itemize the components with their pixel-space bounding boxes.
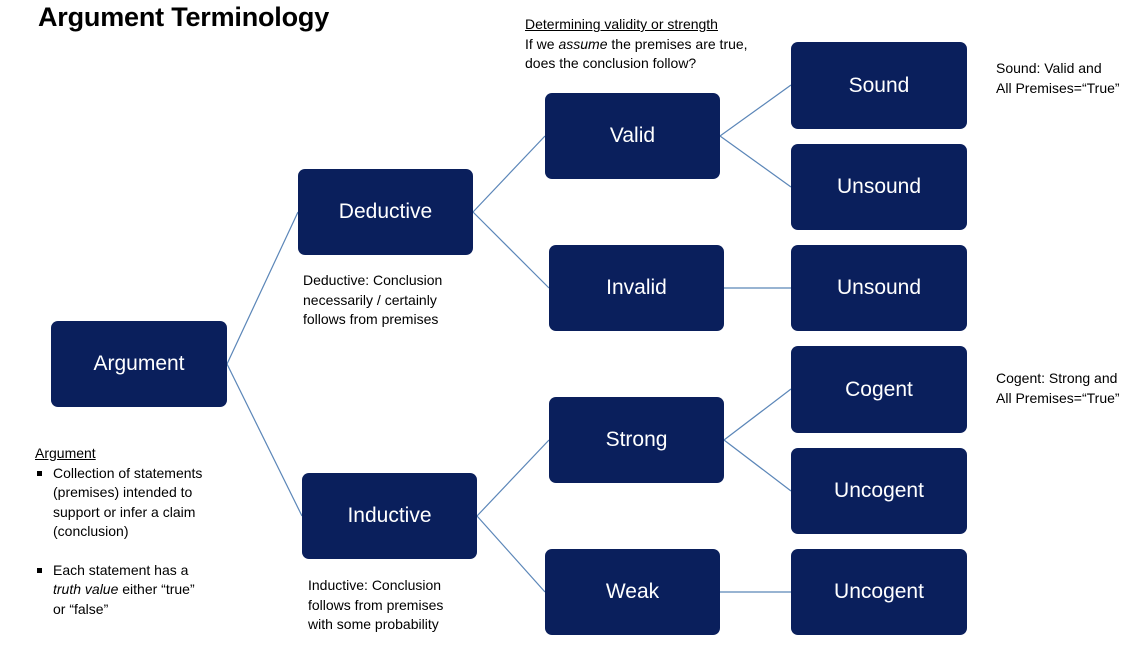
cogent-note: Cogent: Strong and All Premises=“True” bbox=[996, 369, 1120, 408]
list-item-emphasis: truth value bbox=[53, 581, 119, 597]
inductive-note-line3: with some probability bbox=[308, 616, 439, 632]
node-unsound-invalid: Unsound bbox=[791, 245, 967, 331]
node-label: Valid bbox=[609, 124, 656, 147]
inductive-note-line1: Inductive: Conclusion bbox=[308, 577, 442, 593]
node-label: Cogent bbox=[845, 377, 913, 401]
list-item-line: Each statement has a bbox=[53, 561, 189, 578]
link-deductive-invalid bbox=[472, 211, 550, 289]
validity-note-emphasis: assume bbox=[558, 35, 608, 52]
sound-note-line2: All Premises=“True” bbox=[996, 79, 1120, 96]
argument-note-list: Collection of statements (premises) inte… bbox=[35, 464, 202, 620]
node-label: Unsound bbox=[836, 276, 922, 299]
node-label: Sound bbox=[848, 73, 910, 97]
sound-note-line1: Sound: Valid and bbox=[996, 60, 1102, 76]
node-label: Weak bbox=[605, 580, 660, 603]
link-argument-deductive bbox=[226, 211, 299, 365]
validity-note-text: the premises are true, bbox=[607, 35, 748, 52]
link-argument-inductive bbox=[226, 363, 303, 517]
link-valid-sound bbox=[719, 84, 792, 137]
deductive-note-line3: follows from premises bbox=[303, 311, 439, 327]
inductive-note-line2: follows from premises bbox=[308, 596, 444, 613]
node-uncogent-strong: Uncogent bbox=[791, 448, 967, 534]
link-deductive-valid bbox=[472, 135, 546, 213]
node-inductive: Inductive bbox=[302, 473, 477, 559]
cogent-note-line1: Cogent: Strong and bbox=[996, 370, 1118, 386]
node-deductive: Deductive bbox=[298, 169, 473, 255]
list-item: Collection of statements (premises) inte… bbox=[35, 464, 202, 542]
page-title: Argument Terminology bbox=[38, 2, 330, 32]
sound-note: Sound: Valid and All Premises=“True” bbox=[996, 59, 1120, 98]
node-invalid: Invalid bbox=[549, 245, 724, 331]
deductive-note-line1: Deductive: Conclusion bbox=[303, 272, 443, 288]
node-strong: Strong bbox=[549, 397, 724, 483]
argument-note-heading: Argument bbox=[35, 445, 96, 461]
list-item-line: truth value either “true” bbox=[53, 580, 202, 600]
node-label: Invalid bbox=[606, 276, 667, 299]
node-uncogent-weak: Uncogent bbox=[791, 549, 967, 635]
node-cogent: Cogent bbox=[791, 346, 967, 433]
node-label: Uncogent bbox=[834, 580, 924, 603]
node-label: Uncogent bbox=[834, 479, 924, 502]
link-strong-cogent bbox=[723, 388, 792, 441]
node-label: Strong bbox=[605, 428, 668, 451]
link-inductive-strong bbox=[476, 439, 550, 517]
node-argument: Argument bbox=[51, 321, 227, 407]
link-strong-uncogent bbox=[723, 439, 792, 492]
argument-note: Argument Collection of statements (premi… bbox=[35, 444, 202, 619]
list-item: Each statement has a truth value either … bbox=[35, 561, 202, 620]
list-item-line: or “false” bbox=[53, 600, 109, 617]
node-weak: Weak bbox=[545, 549, 720, 635]
link-inductive-weak bbox=[476, 515, 546, 593]
list-item-text: either “true” bbox=[118, 581, 195, 597]
node-label: Inductive bbox=[347, 504, 432, 527]
node-label: Unsound bbox=[836, 175, 922, 198]
node-label: Argument bbox=[93, 352, 185, 375]
node-sound: Sound bbox=[791, 42, 967, 129]
deductive-note: Deductive: Conclusion necessarily / cert… bbox=[303, 271, 442, 330]
list-item-line: Collection of statements bbox=[53, 464, 203, 481]
validity-note: Determining validity or strength If we a… bbox=[525, 15, 748, 74]
validity-note-heading: Determining validity or strength bbox=[525, 16, 718, 32]
deductive-note-line2: necessarily / certainly bbox=[303, 291, 437, 308]
node-unsound-valid: Unsound bbox=[791, 144, 967, 230]
validity-note-line2: does the conclusion follow? bbox=[525, 55, 697, 71]
validity-note-line1: If we assume the premises are true, bbox=[525, 35, 748, 55]
list-item-line: (premises) intended to bbox=[53, 484, 193, 500]
link-valid-unsound bbox=[719, 135, 792, 188]
list-item-line: (conclusion) bbox=[53, 523, 129, 539]
node-label: Deductive bbox=[338, 200, 433, 223]
inductive-note: Inductive: Conclusion follows from premi… bbox=[308, 576, 443, 635]
node-valid: Valid bbox=[545, 93, 720, 179]
validity-note-text: If we bbox=[525, 35, 559, 52]
list-item-line: support or infer a claim bbox=[53, 503, 196, 520]
cogent-note-line2: All Premises=“True” bbox=[996, 389, 1120, 406]
